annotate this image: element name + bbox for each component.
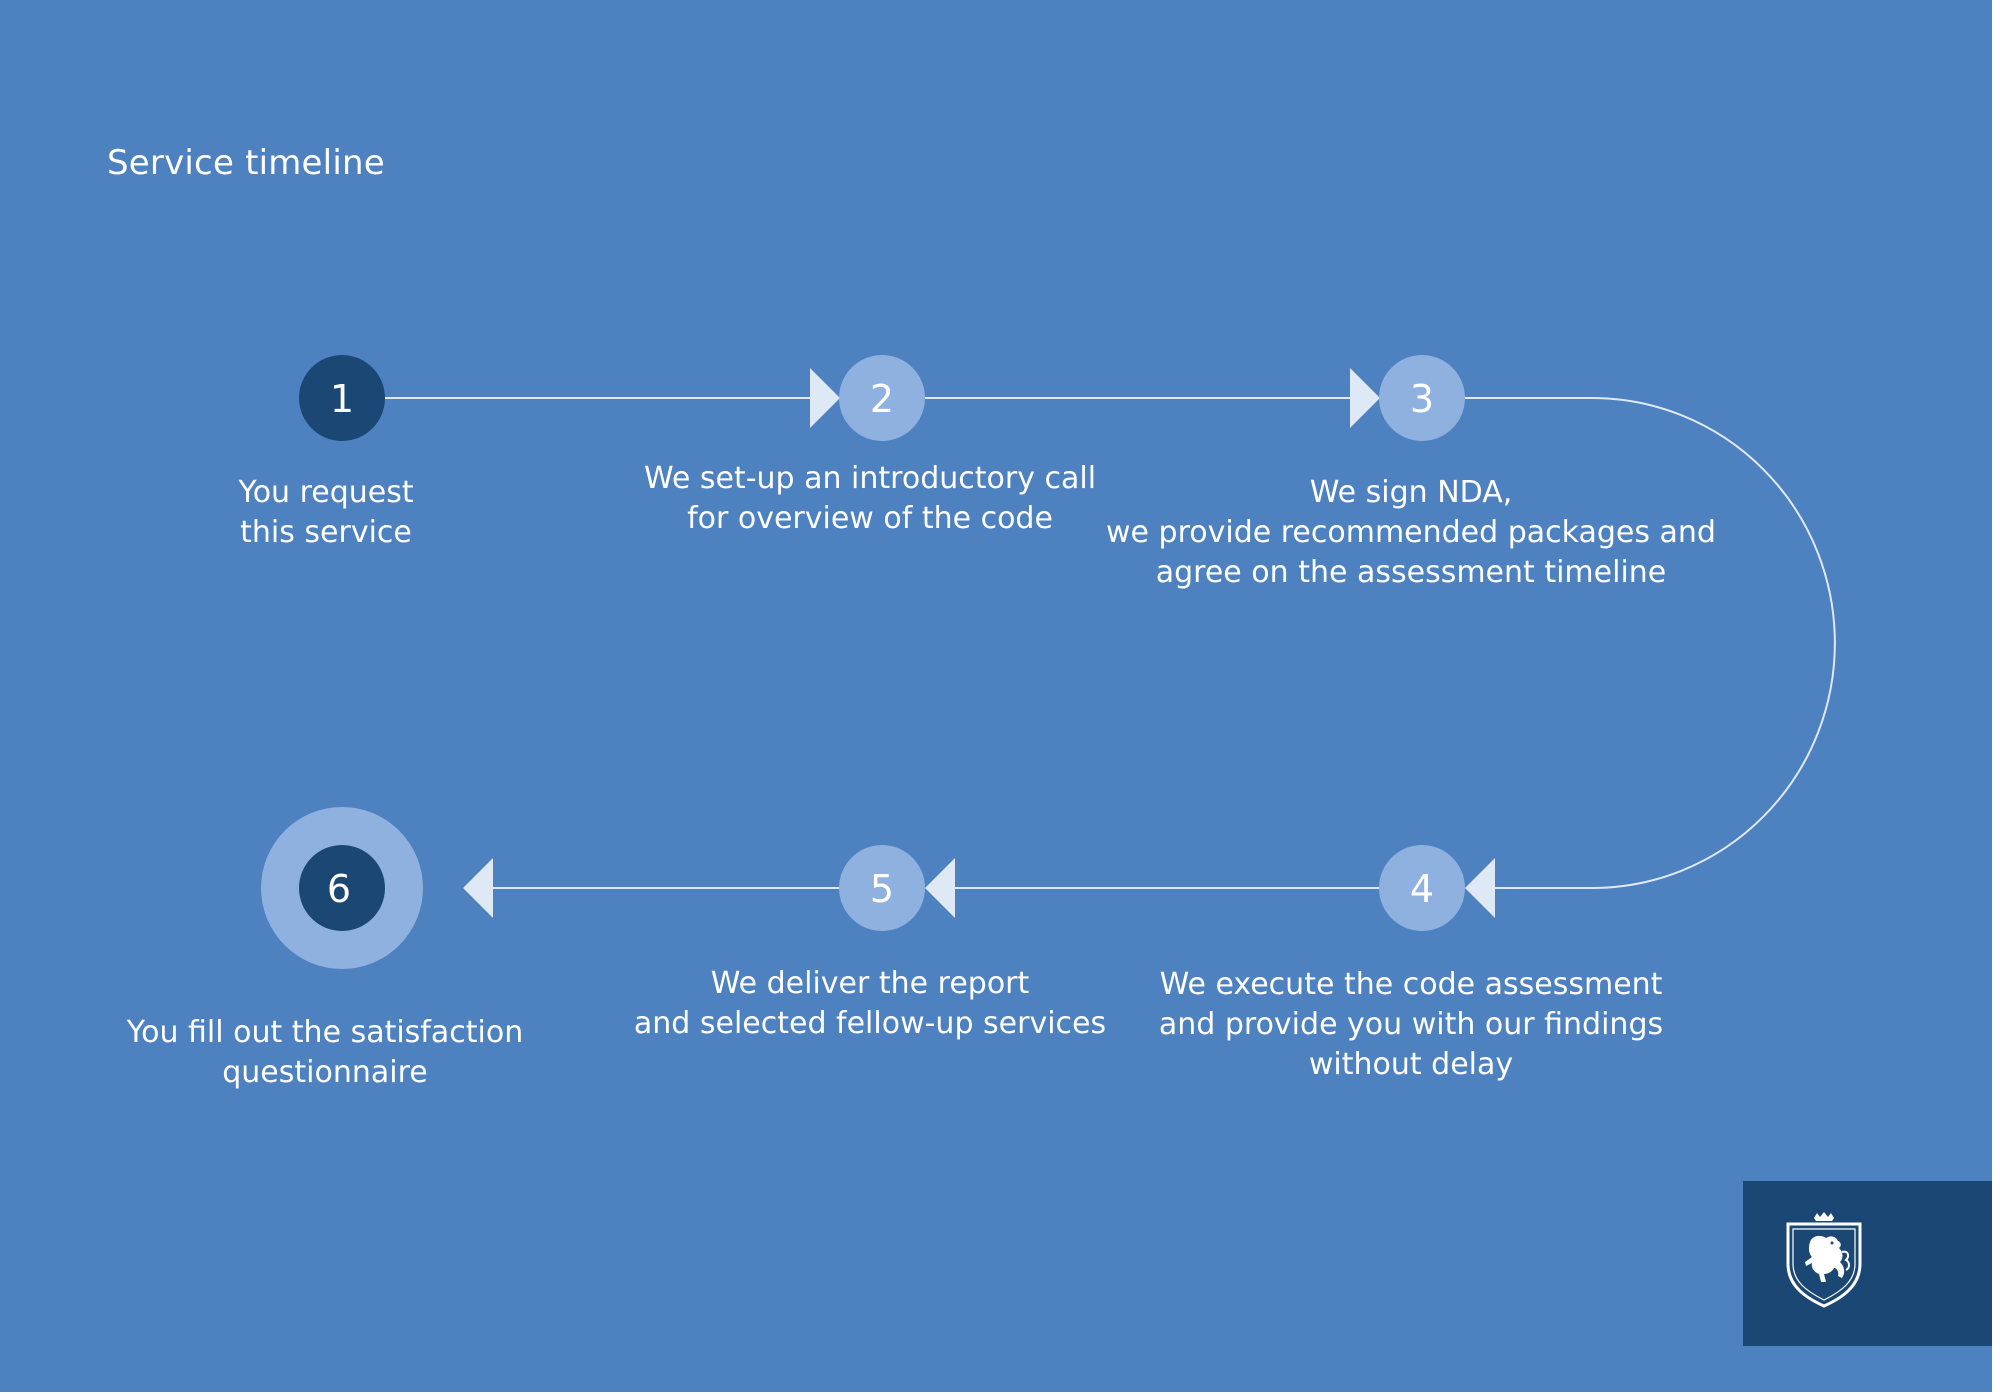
page-title: Service timeline (107, 143, 385, 183)
step-5-line-1: We deliver the report (710, 966, 1030, 1001)
step-1-description: You request this service (238, 473, 413, 553)
step-6-node: 6 (261, 807, 423, 969)
arrow-to-step-2-icon (810, 368, 840, 428)
step-4-description: We execute the code assessment and provi… (1159, 965, 1663, 1085)
step-3-line-2: we provide recommended packages and (1106, 515, 1716, 550)
lion-shield-crest-icon (1786, 1212, 1862, 1308)
step-1-line-1: You request (238, 475, 414, 510)
arrow-to-step-6-icon (463, 858, 493, 918)
step-2-line-2: for overview of the code (687, 501, 1053, 536)
step-3-node: 3 (1379, 355, 1465, 441)
step-6-number: 6 (327, 867, 351, 911)
logo-box (1743, 1181, 2000, 1346)
arrow-to-step-4-icon (1465, 858, 1495, 918)
step-3-number: 3 (1410, 377, 1434, 421)
step-3-description: We sign NDA, we provide recommended pack… (1106, 473, 1716, 593)
step-3-line-3: agree on the assessment timeline (1155, 555, 1667, 590)
step-3-line-1: We sign NDA, (1309, 475, 1513, 510)
step-5-line-2: and selected fellow-up services (633, 1006, 1107, 1041)
step-4-line-3: without delay (1308, 1047, 1514, 1082)
arrow-to-step-5-icon (925, 858, 955, 918)
step-1-number: 1 (330, 377, 354, 421)
step-5-node: 5 (839, 845, 925, 931)
step-6-line-2: questionnaire (222, 1055, 428, 1090)
bottom-edge-strip (0, 1392, 2000, 1400)
right-edge-strip (1992, 0, 2000, 1400)
step-1-line-2: this service (240, 515, 412, 550)
connector-3-4-curve (1465, 397, 1836, 889)
step-2-node: 2 (839, 355, 925, 441)
step-4-line-2: and provide you with our findings (1158, 1007, 1664, 1042)
step-5-number: 5 (870, 867, 894, 911)
step-2-description: We set-up an introductory call for overv… (644, 459, 1096, 539)
step-1-node: 1 (299, 355, 385, 441)
arrow-to-step-3-icon (1350, 368, 1380, 428)
step-4-node: 4 (1379, 845, 1465, 931)
step-4-number: 4 (1410, 867, 1434, 911)
step-5-description: We deliver the report and selected fello… (634, 964, 1106, 1044)
step-2-line-1: We set-up an introductory call (643, 461, 1097, 496)
step-4-line-1: We execute the code assessment (1159, 967, 1663, 1002)
step-2-number: 2 (870, 377, 894, 421)
step-6-line-1: You fill out the satisfaction (126, 1015, 524, 1050)
step-6-description: You fill out the satisfaction questionna… (127, 1013, 523, 1093)
